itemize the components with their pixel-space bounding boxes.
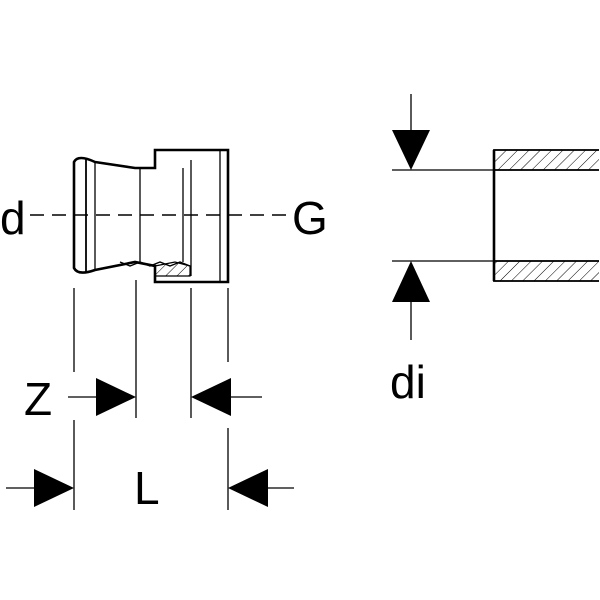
l-arrow-left-icon: [228, 469, 268, 507]
z-arrow-left-icon: [191, 378, 231, 416]
label-di: di: [390, 356, 426, 408]
pipe-wall-bottom: [493, 260, 600, 282]
thread-profile: [119, 261, 191, 267]
pipe-wall-top: [493, 149, 600, 171]
label-z: Z: [24, 373, 52, 425]
di-arrow-up-icon: [392, 261, 430, 302]
z-arrow-right-icon: [96, 378, 136, 416]
label-d: d: [0, 192, 26, 244]
thread-section: [154, 261, 191, 277]
l-dimension: [6, 469, 294, 507]
label-g: G: [292, 192, 328, 244]
z-dimension: [68, 378, 262, 416]
l-arrow-right-icon: [34, 469, 74, 507]
di-arrow-down-icon: [392, 130, 430, 170]
press-end-body: [72, 148, 230, 284]
label-l: L: [134, 462, 160, 514]
extension-lines: [73, 280, 229, 510]
pipe-section: [392, 94, 600, 340]
press-fitting-adapter: [30, 148, 290, 284]
